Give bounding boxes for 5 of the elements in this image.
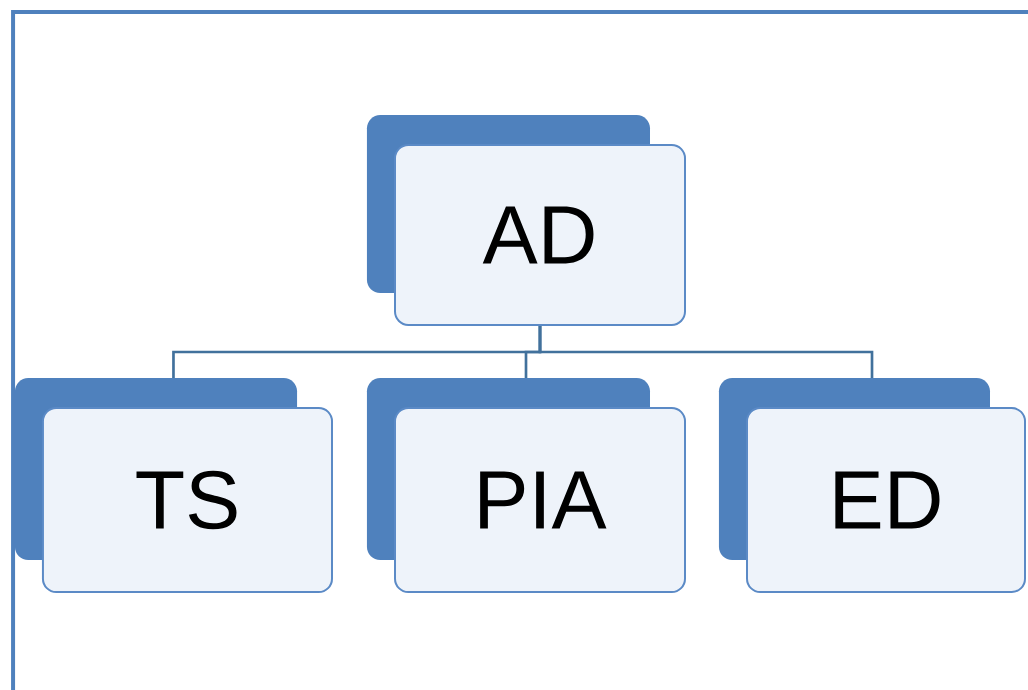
- org-box: PIA: [366, 378, 686, 593]
- org-box: ED: [718, 378, 1026, 593]
- org-box: TS: [14, 378, 333, 593]
- connector: [538, 325, 874, 378]
- org-box: AD: [366, 114, 686, 326]
